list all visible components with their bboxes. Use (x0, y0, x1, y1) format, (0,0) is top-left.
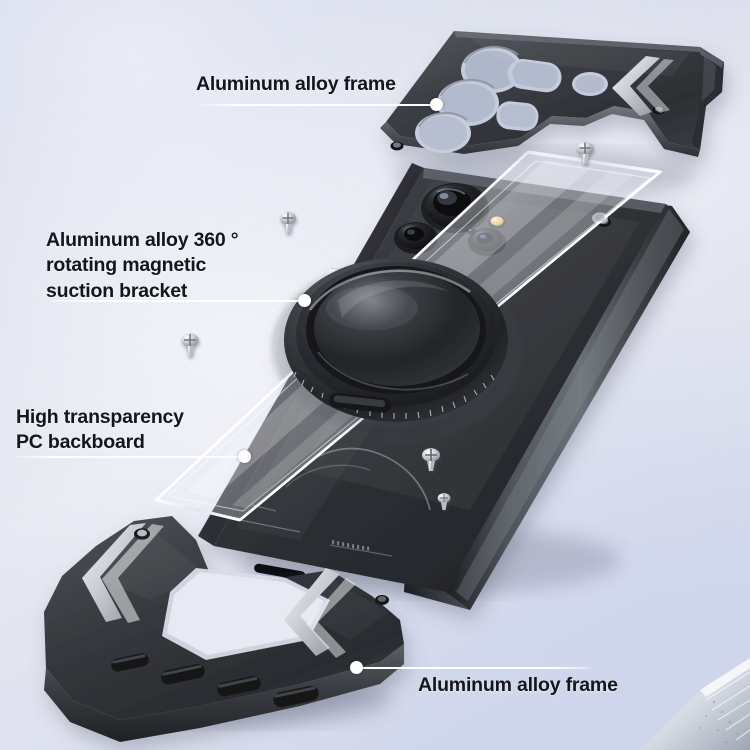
screw (437, 493, 451, 510)
leader-dot-pc-backboard (238, 450, 251, 463)
leader-dot-magnetic-bracket (298, 294, 311, 307)
magnetic-rotating-ring (284, 258, 508, 422)
backboard-screw-boss (592, 212, 608, 224)
callout-label-upper-frame: Aluminum alloy frame (196, 73, 396, 95)
callout-label-lower-frame: Aluminum alloy frame (418, 674, 618, 696)
frame-speaker-slot-highlights (112, 654, 316, 698)
screw (280, 211, 296, 233)
body-inner-detail (239, 447, 431, 557)
screw (181, 333, 199, 356)
upper-aluminum-frame (380, 31, 724, 157)
lower-aluminum-frame (44, 516, 404, 742)
callout-label-magnetic-bracket: Aluminum alloy 360 ° rotating magnetic s… (46, 229, 239, 302)
leader-dot-upper-frame (430, 98, 443, 111)
corner-texture-accent (640, 658, 750, 750)
assembly-screws (181, 141, 594, 510)
screw (422, 448, 440, 471)
screw (576, 141, 594, 164)
frame-silver-stripe-left (82, 523, 164, 623)
leader-dot-lower-frame (350, 661, 363, 674)
leader-line-lower-frame (358, 667, 590, 669)
ring-release-tab (329, 392, 391, 413)
callout-label-pc-backboard: High transparency PC backboard (16, 406, 184, 454)
frame-corner-hook (692, 47, 724, 150)
leader-line-magnetic-bracket (50, 300, 304, 302)
leader-line-pc-backboard (16, 456, 244, 458)
leader-line-upper-frame (200, 104, 436, 106)
frame-silver-stripe-right (284, 568, 356, 658)
